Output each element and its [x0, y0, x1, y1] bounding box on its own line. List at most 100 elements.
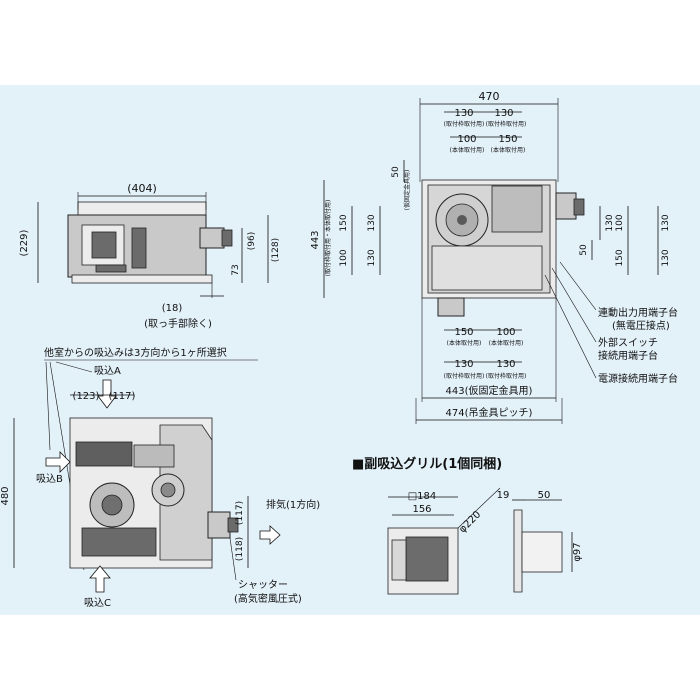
intake-note-leader-b	[45, 361, 51, 451]
top-fan-center	[457, 215, 467, 225]
fix-label-c: (取付枠取付用)	[444, 372, 485, 380]
dim-130r3-label: 130	[661, 249, 671, 266]
dim-156-label: 156	[412, 504, 431, 515]
intake-c-label: 吸込C	[84, 597, 111, 609]
dim-117-right-label: (117)	[235, 501, 245, 525]
dim-100b-label: 100	[496, 327, 515, 338]
side-grille-panel	[71, 274, 213, 284]
dim-184-label: □184	[408, 491, 437, 502]
top-lower-chamber	[431, 245, 543, 291]
dim-117-top-label: (117)	[109, 391, 136, 402]
dim-443-bottom-label: 443(仮固定金具用)	[446, 384, 533, 397]
body-label-a: (本体取付用)	[450, 146, 485, 154]
dim-130r-label: 130	[605, 214, 615, 231]
fix-label-a: (取付枠取付用)	[444, 120, 485, 128]
dim-150r-label: 150	[615, 249, 625, 266]
dim-130b2-label: 130	[496, 359, 515, 370]
intake-note: 他室からの吸込みは3方向から1ヶ所選択	[44, 346, 227, 359]
top-shutter	[573, 198, 585, 216]
top-terminal-block	[491, 185, 543, 233]
dim-130l-label: 130	[367, 214, 377, 231]
body-label-b: (本体取付用)	[491, 146, 526, 154]
front-top-grille	[75, 441, 133, 467]
top-exhaust-duct	[555, 192, 577, 220]
grille-title: ■副吸込グリル(1個同梱)	[352, 456, 502, 472]
side-shutter	[221, 229, 233, 247]
dim-229-label: (229)	[19, 229, 30, 256]
exhaust-arrow-icon	[259, 525, 281, 545]
top-view: 470 130 130 (取付枠取付用) (取付枠取付用) 100 150 (本…	[310, 90, 678, 424]
drawing-sheet: (404) (229) (96) 73 (128) (18) (取っ手部除く) …	[0, 85, 700, 615]
fix-label-b: (取付枠取付用)	[486, 120, 527, 128]
front-terminal	[133, 444, 175, 468]
dim-100r-label: 100	[615, 214, 625, 231]
shutter-label: シャッター	[238, 579, 288, 591]
dim-474-label: 474(吊金具ピッチ)	[446, 406, 533, 419]
grille-frame	[391, 539, 407, 581]
dim-100l-label: 100	[339, 249, 349, 266]
sub-grille-view: ■副吸込グリル(1個同梱) □184 156 φ220 19 50 φ97	[352, 456, 583, 595]
fix-label-d: (取付枠取付用)	[486, 372, 527, 380]
dim-150l-label: 150	[339, 214, 349, 231]
shutter-leader	[229, 537, 237, 581]
callout-3: 電源接続用端子台	[598, 372, 678, 385]
front-fan-b-hub	[160, 482, 176, 498]
front-shutter	[227, 517, 239, 533]
dim-443-left-label: 443	[310, 230, 321, 249]
dim-150a-label: 150	[498, 134, 517, 145]
body-label-c: (本体取付用)	[447, 339, 482, 347]
dim-480-label: 480	[0, 486, 11, 505]
front-bottom-grille	[81, 527, 157, 557]
side-fan-motor	[91, 231, 117, 259]
intake-b-arrow-icon	[45, 451, 71, 473]
dim-150b-label: 150	[454, 327, 473, 338]
dim-73-label: 73	[231, 264, 241, 275]
callout-leader-3	[544, 274, 597, 379]
dimension-drawing: (404) (229) (96) 73 (128) (18) (取っ手部除く) …	[0, 90, 678, 609]
intake-note-leader-a	[55, 361, 93, 373]
temp-fix-label-top: (仮固定金具用)	[403, 170, 411, 211]
dim-130b-label: 130	[494, 108, 513, 119]
front-fan-a-hub	[101, 494, 123, 516]
exhaust-label: 排気(1方向)	[266, 498, 320, 511]
grille-louver	[405, 536, 449, 582]
dim-130b-label: 130	[454, 359, 473, 370]
dim-118-label: (118)	[235, 537, 245, 561]
dim-130a-label: 130	[454, 108, 473, 119]
dim-123-label: (123)	[73, 391, 100, 402]
dim-100a-label: 100	[457, 134, 476, 145]
dim-18-label: (18)	[162, 303, 183, 314]
intake-b-label: 吸込B	[36, 473, 63, 485]
dim-50-top-label: 50	[391, 166, 401, 178]
intake-a-arrow-icon	[97, 379, 117, 409]
callout-leader-2	[551, 267, 597, 343]
dim-96-label: (96)	[247, 232, 257, 250]
grille-side-flange	[513, 509, 523, 593]
phi220-leader	[457, 487, 501, 529]
side-exhaust-duct	[199, 227, 225, 249]
dim-128-label: (128)	[271, 238, 281, 262]
dim-50r-label: 50	[579, 244, 589, 256]
callout-1-line2: (無電圧接点)	[612, 319, 670, 332]
dim-470-label: 470	[479, 90, 500, 103]
dim-130r2-label: 130	[661, 214, 671, 231]
callout-2-line2: 接続用端子台	[598, 349, 658, 362]
dim-443-left-note: (取付枠取付用・本体取付用)	[324, 200, 332, 277]
callout-leader-1	[559, 261, 597, 311]
phi97-label: φ97	[572, 542, 583, 561]
dim-404-label: (404)	[127, 182, 157, 195]
front-view: 他室からの吸込みは3方向から1ヶ所選択 吸込A (123) (117) 吸込B …	[0, 346, 320, 609]
side-terminal	[131, 227, 147, 269]
handle-note: (取っ手部除く)	[144, 317, 212, 330]
side-view: (404) (229) (96) 73 (128) (18) (取っ手部除く)	[19, 182, 281, 330]
dim-130l2-label: 130	[367, 249, 377, 266]
intake-c-arrow-icon	[89, 565, 111, 593]
top-intake-port	[437, 297, 465, 317]
phi220-label: φ220	[457, 509, 483, 535]
grille-side-duct	[521, 531, 563, 573]
dim-19-label: 19	[497, 490, 510, 501]
intake-a-label: 吸込A	[94, 365, 121, 377]
callout-1-line1: 連動出力用端子台	[598, 306, 678, 319]
body-label-d: (本体取付用)	[489, 339, 524, 347]
dim-50-label: 50	[538, 490, 551, 501]
